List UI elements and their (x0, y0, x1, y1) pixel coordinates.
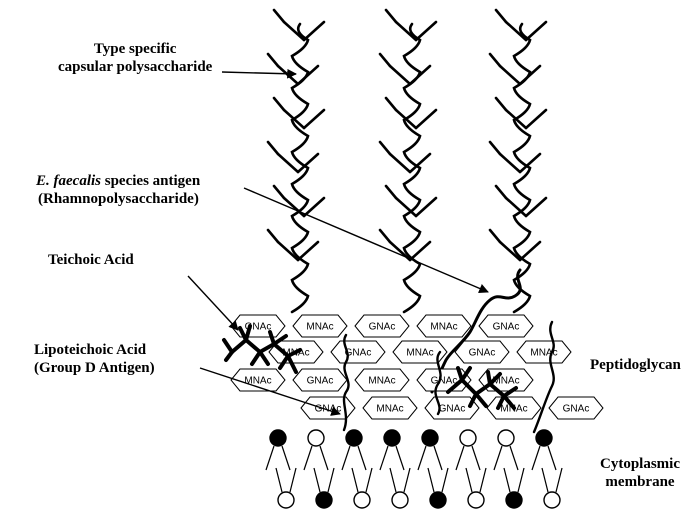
sugar-hexagon: GNAc (549, 397, 603, 419)
label-arrows (188, 72, 488, 414)
lipid-head (392, 492, 408, 508)
lipid-head (346, 430, 362, 446)
phospholipid (542, 468, 562, 508)
phospholipid (352, 468, 372, 508)
sugar-label: MNAc (376, 404, 403, 415)
phospholipid (428, 468, 448, 508)
phospholipid (494, 430, 518, 470)
species-antigen-line2: (Rhamnopolysaccharide) (36, 190, 200, 208)
cytoplasmic-line2: membrane (588, 473, 692, 491)
phospholipid (276, 468, 296, 508)
sugar-hexagon: MNAc (517, 341, 571, 363)
peptidoglycan-label: Peptidoglycan (590, 356, 681, 374)
sugar-label: GNAc (469, 348, 496, 359)
teichoic-acid-label: Teichoic Acid (48, 251, 134, 269)
lipid-head (430, 492, 446, 508)
phospholipid (304, 430, 328, 470)
sugar-label: GNAc (563, 404, 590, 415)
sugar-label: MNAc (406, 348, 433, 359)
lipid-head (354, 492, 370, 508)
sugar-hexagon: GNAc (331, 341, 385, 363)
arrow-teichoic (188, 276, 238, 330)
phospholipid (466, 468, 486, 508)
lipid-head (536, 430, 552, 446)
phospholipid (390, 468, 410, 508)
sugar-label: GNAc (439, 404, 466, 415)
sugar-hexagon: GNAc (455, 341, 509, 363)
sugar-hexagon: MNAc (355, 369, 409, 391)
sugar-label: GNAc (369, 322, 396, 333)
sugar-label: MNAc (368, 376, 395, 387)
capsular-label: Type specific capsular polysaccharide (58, 40, 212, 76)
lipoteichoic-acid-label: Lipoteichoic Acid (Group D Antigen) (34, 341, 155, 377)
lipid-head (460, 430, 476, 446)
phospholipid (504, 468, 524, 508)
lipid-head (506, 492, 522, 508)
phospholipid (342, 430, 366, 470)
capsular-chain (490, 10, 546, 312)
sugar-label: MNAc (430, 322, 457, 333)
sugar-hexagon: GNAc (231, 315, 285, 337)
cytoplasmic-line1: Cytoplasmic (588, 455, 692, 473)
lipid-head (278, 492, 294, 508)
lipid-head (316, 492, 332, 508)
lipoteichoic-line1: Lipoteichoic Acid (34, 341, 155, 359)
sugar-hexagon: MNAc (417, 315, 471, 337)
phospholipid (456, 430, 480, 470)
species-antigen-text: species antigen (101, 173, 200, 189)
capsular-chain (268, 10, 324, 312)
sugar-hexagon: GNAc (293, 369, 347, 391)
sugar-label: GNAc (307, 376, 334, 387)
capsular-polysaccharide-chains (268, 10, 546, 312)
sugar-label: MNAc (244, 376, 271, 387)
lipid-head (384, 430, 400, 446)
capsular-label-line1: Type specific (58, 40, 212, 58)
lipid-head (468, 492, 484, 508)
lipid-head (308, 430, 324, 446)
phospholipid (418, 430, 442, 470)
lipid-head (498, 430, 514, 446)
species-name: E. faecalis (36, 173, 101, 189)
species-antigen-line1: E. faecalis species antigen (36, 172, 200, 190)
sugar-hexagon: GNAc (355, 315, 409, 337)
species-antigen-label: E. faecalis species antigen (Rhamnopolys… (36, 172, 200, 208)
phospholipid (314, 468, 334, 508)
phospholipid (380, 430, 404, 470)
phospholipid-bilayer (266, 430, 562, 508)
capsular-label-line2: capsular polysaccharide (58, 58, 212, 76)
sugar-label: GNAc (493, 322, 520, 333)
arrow-species-antigen (244, 188, 488, 292)
sugar-hexagon: MNAc (293, 315, 347, 337)
lipid-head (544, 492, 560, 508)
lipoteichoic-line2: (Group D Antigen) (34, 359, 155, 377)
sugar-hexagon: MNAc (363, 397, 417, 419)
phospholipid (532, 430, 556, 470)
lipid-head (270, 430, 286, 446)
cytoplasmic-membrane-label: Cytoplasmic membrane (588, 455, 692, 491)
lipid-head (422, 430, 438, 446)
sugar-label: MNAc (306, 322, 333, 333)
phospholipid (266, 430, 290, 470)
sugar-hexagon: GNAc (479, 315, 533, 337)
